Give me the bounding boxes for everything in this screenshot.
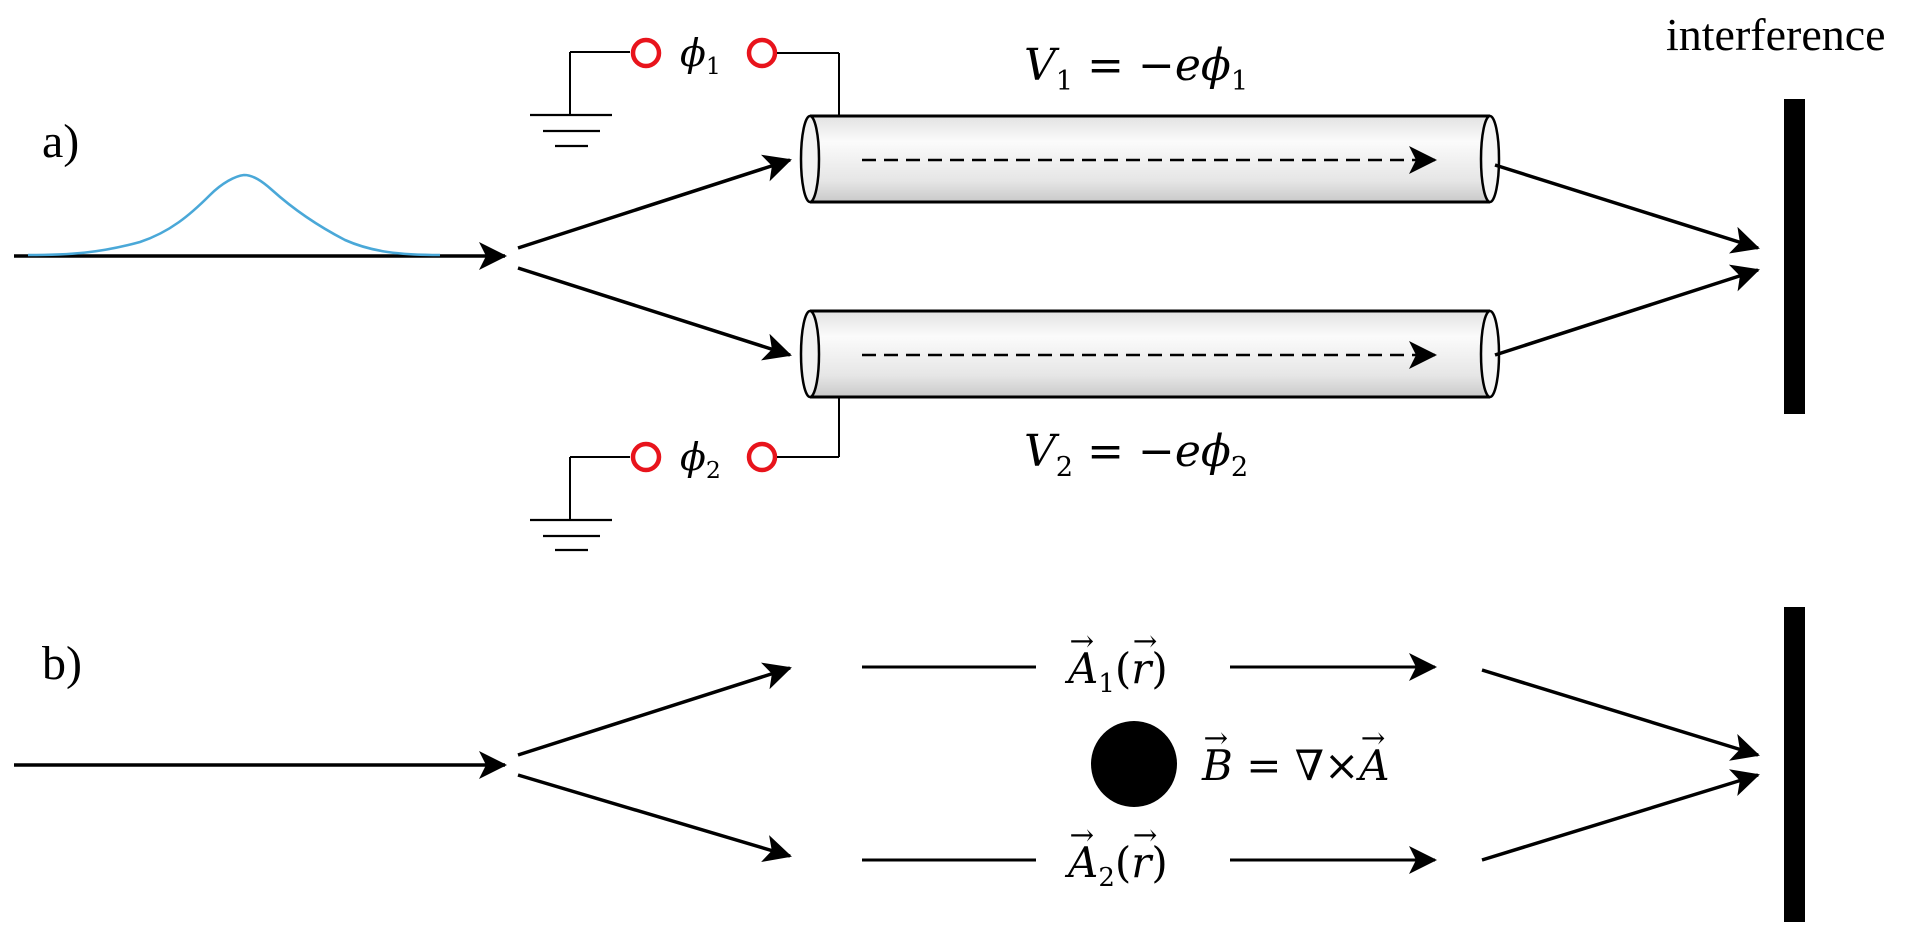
v2-symbol: V — [1024, 426, 1056, 477]
terminal-phi1-left — [630, 37, 662, 69]
v1-e: e — [1174, 40, 1201, 91]
terminal-phi1-right — [746, 37, 778, 69]
lower-cylinder — [799, 309, 1501, 399]
recombine-arrow-lower-a — [1494, 264, 1760, 357]
a1-paren-open: ( — [1114, 644, 1132, 693]
panel-a-label: a) — [42, 115, 80, 168]
a1-paren-close: ) — [1151, 644, 1168, 693]
v2-phi: ϕ — [1200, 426, 1231, 477]
wavepacket — [27, 173, 441, 257]
lower-electrode-circuit — [530, 397, 840, 552]
v1-phi-subscript: 1 — [1230, 65, 1249, 97]
b-a-symbol: A — [1359, 724, 1389, 787]
phi1-label: ϕ1 — [680, 31, 721, 78]
a2-paren-close: ) — [1151, 838, 1168, 887]
b-curl: = ∇× — [1232, 741, 1360, 790]
terminal-phi2-right — [746, 441, 778, 473]
phi2-subscript: 2 — [705, 456, 721, 485]
recombine-arrow-upper-b — [1481, 668, 1760, 761]
split-arrow-upper-b — [517, 662, 792, 757]
screen-a — [1784, 99, 1805, 414]
b-curl-equation: B = ∇×A — [1202, 724, 1390, 787]
upper-cylinder — [799, 114, 1501, 204]
v2-e: e — [1174, 426, 1201, 477]
v1-equals: = − — [1073, 40, 1175, 91]
v1-equation: V1 = −eϕ1 — [1024, 44, 1248, 95]
interference-label: interference — [1666, 9, 1886, 60]
phi2-symbol: ϕ — [680, 435, 706, 479]
v1-phi: ϕ — [1200, 40, 1231, 91]
v2-equation: V2 = −eϕ2 — [1024, 430, 1248, 481]
split-arrow-lower-a — [517, 266, 792, 361]
recombine-arrow-upper-a — [1494, 163, 1760, 254]
a2-subscript: 2 — [1098, 863, 1115, 894]
v1-symbol: V — [1024, 40, 1056, 91]
b-symbol: B — [1202, 724, 1233, 787]
v2-phi-subscript: 2 — [1230, 451, 1249, 483]
upper-electrode-circuit — [530, 37, 840, 148]
a1-symbol: A — [1068, 627, 1098, 690]
a1-label: A1(r) — [1068, 627, 1168, 697]
terminal-phi2-left — [630, 441, 662, 473]
panel-a — [14, 37, 1805, 552]
a2-paren-open: ( — [1114, 838, 1132, 887]
flux-tube — [1091, 721, 1177, 807]
phi1-subscript: 1 — [705, 52, 721, 81]
panel-b-label: b) — [42, 637, 82, 690]
split-arrow-lower-b — [517, 773, 792, 862]
a2-r: r — [1131, 821, 1157, 884]
v1-subscript: 1 — [1055, 65, 1074, 97]
v2-equals: = − — [1073, 426, 1175, 477]
split-arrow-upper-a — [517, 154, 792, 250]
recombine-arrow-lower-b — [1481, 769, 1760, 862]
a2-symbol: A — [1068, 821, 1098, 884]
v2-subscript: 2 — [1055, 451, 1074, 483]
panel-b — [14, 607, 1805, 922]
phi2-label: ϕ2 — [680, 435, 721, 482]
a1-r: r — [1131, 627, 1157, 690]
phi1-symbol: ϕ — [680, 31, 706, 75]
a2-label: A2(r) — [1068, 821, 1168, 891]
screen-b — [1784, 607, 1805, 922]
a1-subscript: 1 — [1098, 669, 1115, 700]
